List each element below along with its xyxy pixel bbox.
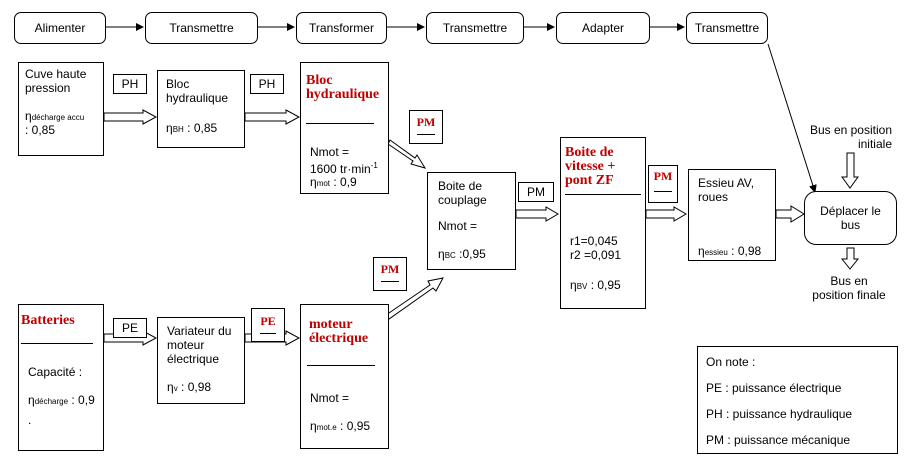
legend-pm: PM : puissance mécanique (706, 433, 851, 447)
transmettre-to-deplacer-arrow (767, 43, 817, 193)
flow-label-pm-4: PM (373, 257, 407, 291)
bloc-hydraulique-box: Bloc hydraulique ηBH : 0,85 (157, 70, 245, 148)
flow-label-pe-2: PE (251, 308, 285, 342)
bus-initial-arrow (841, 152, 859, 189)
flow-label-ph-1: PH (113, 74, 147, 94)
essieu-efficiency: ηessieu : 0,98 (698, 244, 762, 258)
moteur-electrique-title: moteur électrique (309, 317, 369, 346)
legend-title: On note : (706, 355, 756, 369)
moteur-electrique-efficiency: ηmot.e : 0,95 (310, 419, 371, 433)
pm-double-arrow-5 (385, 277, 444, 320)
batteries-title: Batteries (21, 313, 75, 328)
step-label: Alimenter (34, 21, 86, 35)
flow-label-pm-2: PM (518, 182, 554, 202)
speed-value: 1600 tr·min-1 (310, 161, 378, 176)
pm-double-arrow-4 (775, 205, 805, 223)
cuve-title: Cuve haute pression (25, 67, 87, 95)
moteur-electrique-box: moteur électrique Nmot = ηmot.e : 0,95 (300, 304, 389, 449)
essieu-title: Essieu AV, roues (698, 176, 755, 204)
title-underline (565, 194, 641, 195)
step-transmettre-2: Transmettre (426, 12, 524, 44)
capacite-label: Capacité : (28, 365, 83, 379)
step-label: Adapter (581, 21, 625, 35)
flow-label-ph-2: PH (250, 74, 284, 94)
variateur-title: Variateur du moteur électrique (167, 324, 232, 366)
step-adapter: Adapter (556, 12, 650, 44)
boite-vitesse-box: Boite de vitesse + pont ZF r1=0,045 r2 =… (560, 137, 646, 309)
flow-label-pm-3: PM (648, 165, 678, 203)
step-label: Transmettre (442, 21, 508, 35)
bus-initial-label: Bus en position initiale (809, 123, 892, 151)
step-alimenter: Alimenter (14, 12, 106, 44)
couplage-efficiency: ηBC :0,95 (438, 247, 486, 261)
nmot-label: Nmot = (310, 145, 350, 159)
ph-double-arrow-1 (103, 109, 158, 125)
step-label: Transformer (309, 21, 374, 35)
pm-double-arrow-1 (387, 139, 427, 169)
batteries-box: Batteries Capacité : ηdécharge : 0,9 . (18, 304, 104, 451)
step-transformer: Transformer (296, 12, 387, 44)
deplacer-title: Déplacer le bus (820, 204, 881, 232)
boite-efficiency: ηBV : 0,95 (570, 278, 621, 292)
ratio-r1: r1=0,045 (570, 234, 618, 248)
legend-ph: PH : puissance hydraulique (706, 407, 853, 421)
ratio-r2: r2 =0,091 (570, 248, 622, 262)
boite-vitesse-title: Boite de vitesse + pont ZF (565, 145, 616, 188)
title-underline (306, 123, 374, 124)
deplacer-bus-box: Déplacer le bus (804, 191, 897, 245)
step-label: Transmettre (694, 21, 760, 35)
essieu-box: Essieu AV, roues ηessieu : 0,98 (688, 169, 776, 261)
ph-double-arrow-2 (244, 109, 301, 125)
flow-label-pm-1: PM (409, 110, 443, 144)
bus-final-label: Bus en position finale (812, 274, 886, 302)
couplage-title: Boite de couplage (438, 179, 487, 207)
flow-label-pe-1: PE (113, 318, 147, 338)
moteur-hydraulique-box: Bloc hydraulique Nmot = 1600 tr·min-1 ηm… (300, 62, 389, 194)
nmot-label: Nmot = (438, 219, 478, 233)
cuve-efficiency-value: : 0,85 (25, 123, 56, 137)
moteur-efficiency: ηmot : 0,9 (310, 175, 357, 189)
boite-couplage-box: Boite de couplage Nmot = ηBC :0,95 (427, 172, 516, 270)
variateur-box: Variateur du moteur électrique ηv : 0,98 (157, 317, 245, 404)
cuve-box: Cuve haute pression ηdécharge accu : 0,8… (18, 62, 104, 156)
pm-double-arrow-3 (645, 206, 687, 222)
step-transmettre-3: Transmettre (686, 12, 768, 44)
moteur-hydraulique-title: Bloc hydraulique (306, 73, 380, 102)
bloc-efficiency: ηBH : 0,85 (166, 121, 218, 135)
cuve-efficiency: ηdécharge accu (25, 109, 85, 123)
step-label: Transmettre (169, 21, 234, 35)
bus-final-arrow (840, 247, 860, 270)
legend-pe: PE : puissance électrique (706, 381, 842, 395)
variateur-efficiency: ηv : 0,98 (167, 380, 212, 394)
title-underline (307, 365, 375, 366)
bloc-title: Bloc hydraulique (166, 77, 229, 105)
dot-mark: . (28, 413, 32, 427)
title-underline (21, 343, 93, 344)
pe-double-arrow-2 (244, 330, 301, 346)
step-transmettre-1: Transmettre (145, 12, 258, 44)
batteries-efficiency: ηdécharge : 0,9 (28, 393, 95, 407)
pm-double-arrow-2 (515, 206, 559, 222)
nmot-label: Nmot = (310, 391, 350, 405)
legend-box: On note : PE : puissance électrique PH :… (697, 346, 898, 454)
